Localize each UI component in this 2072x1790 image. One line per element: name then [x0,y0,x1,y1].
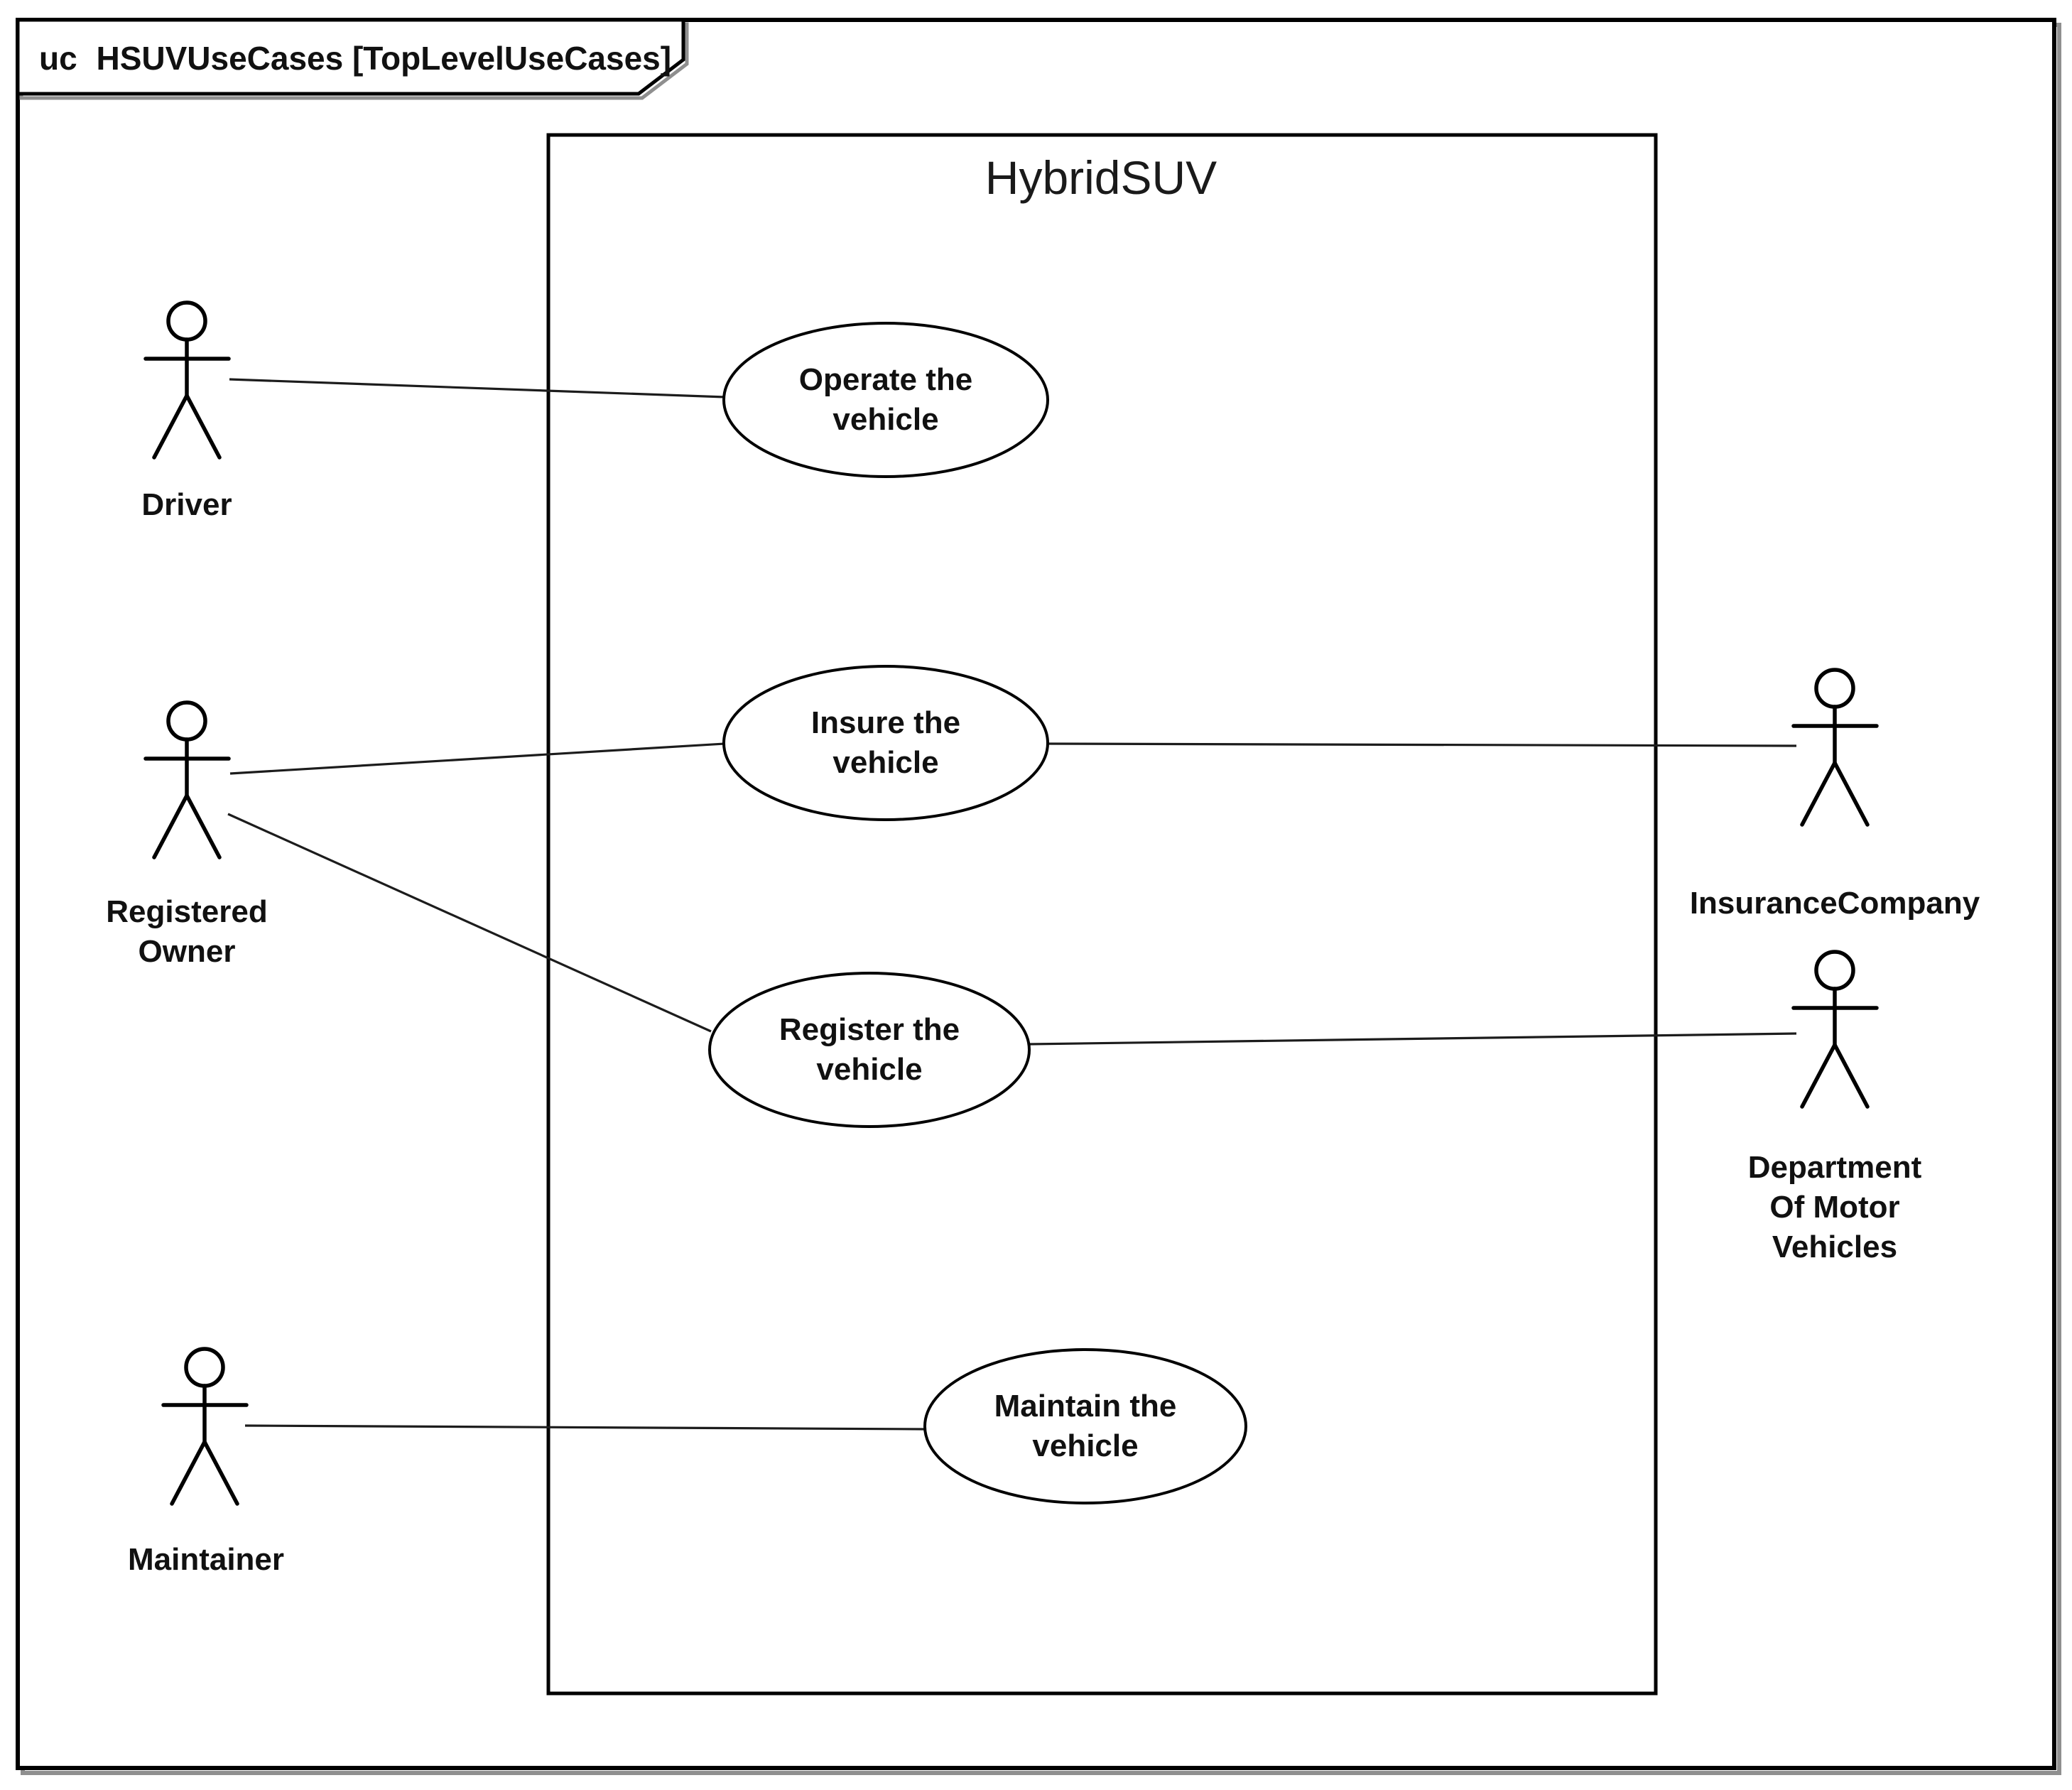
frame-label-pentagon [16,18,685,96]
system-name: HybridSUV [985,151,1217,204]
actor-label-line: Department [1748,1150,1922,1185]
use-case-ellipse [722,665,1049,821]
actor-leg [1833,761,1870,827]
actor-leg [1833,1043,1870,1109]
use-case-label-line: vehicle [816,1052,922,1087]
use-case-label-line: Maintain the [994,1389,1177,1423]
use-case-label-line: vehicle [832,745,938,780]
use-case-ellipse [722,322,1049,478]
frame-title: HSUVUseCases [TopLevelUseCases] [96,40,671,77]
actor-leg [152,793,189,859]
association-insure-insurance-company [1046,742,1797,747]
frame-label: uc HSUVUseCases [TopLevelUseCases] [39,40,671,77]
actor-leg [1800,1043,1837,1109]
use-case-label-line: vehicle [1032,1428,1138,1463]
use-case-ellipse [708,972,1031,1128]
actor-label: InsuranceCompany [1690,886,1980,921]
actor-head [1814,668,1855,709]
actor-label-line: Owner [139,934,236,969]
actor-label: Driver [141,487,232,522]
association-registered-owner-insure [229,742,725,775]
use-case-operate-the-vehicle: Operate the vehicle [722,322,1049,478]
actor-head [166,300,207,342]
actor-label-line: Registered [106,894,267,929]
actor-leg [1800,761,1837,827]
actor-dmv: Department Of Motor Vehicles [1748,950,1922,1264]
actor-leg [185,394,222,460]
actor-head [166,700,207,742]
association-driver-operate [229,378,726,398]
use-case-maintain-the-vehicle: Maintain the vehicle [923,1348,1247,1504]
use-case-register-the-vehicle: Register the vehicle [708,972,1031,1128]
actor-label: Maintainer [128,1542,284,1577]
use-case-label-line: Operate the [799,362,973,397]
actor-label-line: Vehicles [1772,1230,1897,1264]
association-registered-owner-register [227,813,712,1033]
actor-leg [202,1440,239,1506]
actor-registered-owner: Registered Owner [106,700,268,969]
actor-label-line: Of Motor [1769,1190,1899,1225]
use-case-label-line: vehicle [832,402,938,437]
actor-head [184,1347,225,1388]
actor-leg [152,394,189,460]
use-case-insure-the-vehicle: Insure the vehicle [722,665,1049,821]
actor-head [1814,950,1855,991]
actor-maintainer: Maintainer [128,1347,284,1577]
actor-leg [170,1440,207,1506]
association-register-dmv [1028,1032,1797,1046]
use-case-label-line: Register the [779,1012,960,1047]
actor-leg [185,793,222,859]
association-maintainer-maintain [244,1424,926,1431]
actor-driver: Driver [141,300,232,522]
use-case-ellipse [923,1348,1247,1504]
use-case-label-line: Insure the [811,705,960,740]
actor-insurance-company: InsuranceCompany [1690,668,1980,921]
frame-keyword: uc [39,40,77,77]
